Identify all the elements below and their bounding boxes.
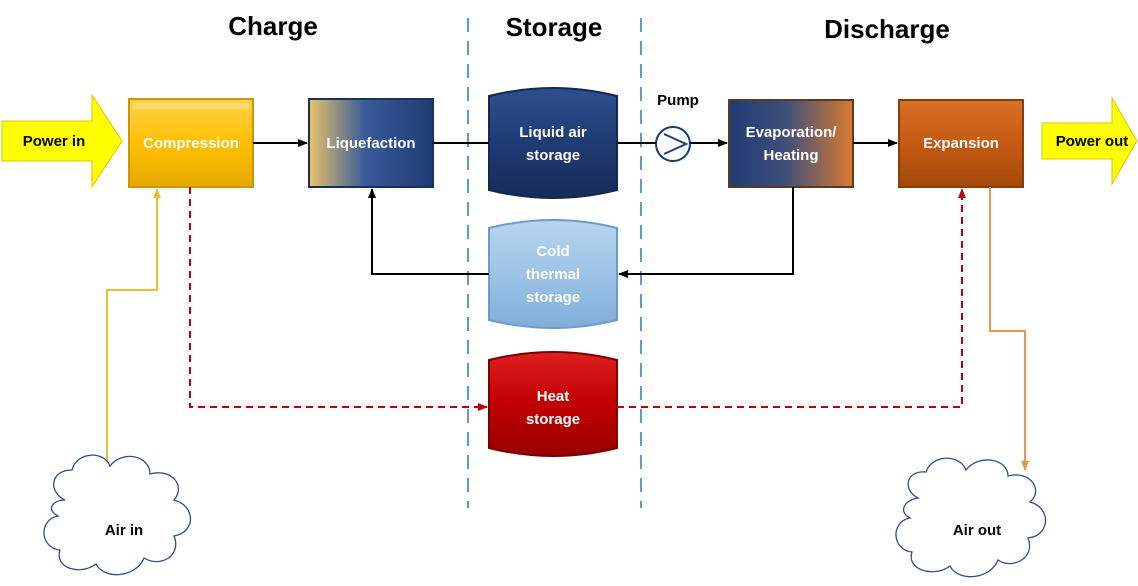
pump-label: Pump bbox=[657, 92, 699, 109]
air-in-flow bbox=[106, 188, 161, 473]
liquid-air-label-line2: storage bbox=[526, 147, 580, 164]
power-out-label: Power out bbox=[1056, 133, 1129, 150]
compression-label: Compression bbox=[143, 135, 239, 152]
air-in-cloud: Air in bbox=[43, 454, 191, 576]
heat-flow-heat-storage-to-expansion bbox=[617, 188, 966, 408]
expansion-label: Expansion bbox=[923, 135, 999, 152]
section-title-charge: Charge bbox=[228, 11, 318, 41]
heat-storage-label-line2: storage bbox=[526, 411, 580, 428]
air-out-label: Air out bbox=[953, 522, 1001, 539]
heat-flow-compression-to-heat-storage bbox=[189, 187, 488, 411]
heat-storage-tank: Heat storage bbox=[488, 351, 618, 457]
liquid-air-label-line1: Liquid air bbox=[519, 124, 587, 141]
heat-storage-label-line1: Heat bbox=[537, 388, 570, 405]
expansion-box: Expansion bbox=[898, 99, 1024, 188]
flow-evaporation-to-cold-storage bbox=[618, 187, 794, 278]
air-out-cloud: Air out bbox=[895, 457, 1047, 578]
liquefaction-box: Liquefaction bbox=[308, 98, 434, 188]
section-title-discharge: Discharge bbox=[824, 14, 950, 44]
compression-box: Compression bbox=[128, 98, 254, 188]
power-in-arrow: Power in bbox=[1, 93, 123, 189]
section-title-storage: Storage bbox=[506, 12, 603, 42]
liquid-air-storage-tank: Liquid air storage bbox=[488, 87, 618, 199]
liquefaction-label: Liquefaction bbox=[326, 135, 415, 152]
pump-icon bbox=[655, 126, 691, 162]
evaporation-heating-box: Evaporation/ Heating bbox=[728, 99, 854, 188]
air-in-label: Air in bbox=[105, 522, 143, 539]
power-out-arrow: Power out bbox=[1041, 96, 1138, 186]
air-out-flow bbox=[989, 187, 1029, 471]
cold-thermal-storage-tank: Cold thermal storage bbox=[488, 219, 618, 329]
power-in-label: Power in bbox=[23, 133, 86, 150]
cold-storage-label-line3: storage bbox=[526, 289, 580, 306]
evaporation-label-line1: Evaporation/ bbox=[746, 124, 838, 141]
evaporation-label-line2: Heating bbox=[763, 147, 818, 164]
cold-storage-label-line2: thermal bbox=[526, 266, 580, 283]
cold-storage-label-line1: Cold bbox=[536, 243, 569, 260]
flow-cold-storage-to-liquefaction bbox=[368, 188, 489, 275]
